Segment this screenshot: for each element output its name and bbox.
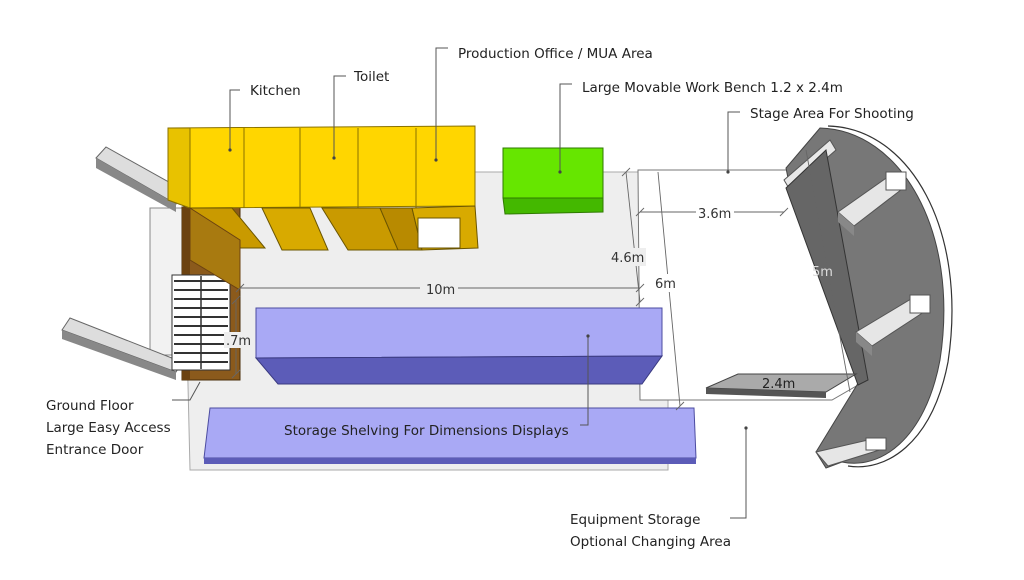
label-storage-shelving: Storage Shelving For Dimensions Displays	[284, 423, 569, 439]
dim-tick-width-bottom	[675, 401, 685, 411]
dim-tick-stage-width-left	[635, 207, 645, 217]
dim-stage-width: 3.6m	[698, 207, 731, 222]
dim-stage-width-bg	[696, 205, 734, 221]
label-entrance-line2: Large Easy Access	[46, 420, 171, 436]
leader-production-office	[435, 47, 448, 160]
label-entrance-line3: Entrance Door	[46, 442, 144, 458]
door-panel-bottom-shade	[62, 330, 176, 380]
leader-kitchen	[229, 89, 240, 150]
dim-door-width: .7m	[226, 334, 251, 349]
stage-beam-middle-cap	[909, 294, 931, 314]
leader-dot-toilet	[332, 156, 336, 160]
dim-length: 10m	[426, 283, 455, 298]
label-entrance-line1: Ground Floor	[46, 398, 134, 414]
dim-length-bg	[420, 280, 458, 296]
kitchen-block-top	[167, 125, 476, 209]
label-work-bench: Large Movable Work Bench 1.2 x 2.4m	[582, 80, 843, 96]
stage-beam-top-shade	[838, 212, 854, 236]
label-production-office: Production Office / MUA Area	[458, 46, 653, 62]
stage-beam-bottom-cap	[865, 437, 887, 451]
door-panel-top-shade	[96, 158, 176, 212]
storage-shelf-upper-front	[254, 355, 663, 385]
work-bench-top	[502, 147, 604, 199]
dim-width-bg	[652, 274, 680, 292]
dim-width: 6m	[655, 277, 676, 292]
kitchen-block-left	[167, 127, 191, 209]
toilet-cabinet	[261, 207, 329, 251]
label-equipment-line1: Equipment Storage	[570, 512, 700, 528]
leader-dot-production	[434, 158, 438, 162]
dim-stage-depth: 4.6m	[611, 251, 644, 266]
leader-storage-shelving	[580, 336, 589, 426]
storage-shelf-lower-edge	[204, 458, 696, 464]
leader-work-bench	[559, 83, 572, 172]
leader-entrance	[172, 381, 201, 401]
leader-dot-equipment	[744, 426, 748, 430]
leader-dot-kitchen	[228, 148, 232, 152]
work-bench-front	[502, 197, 604, 215]
dim-tick-stage-depth-bottom	[635, 297, 645, 307]
dim-line-stage-depth	[625, 171, 641, 303]
label-equipment-line2: Optional Changing Area	[570, 534, 731, 550]
stage-platform-edge	[706, 388, 826, 398]
dim-stage-height: 5m	[812, 265, 833, 280]
label-kitchen: Kitchen	[250, 83, 301, 99]
storage-shelf-upper-top	[255, 307, 663, 359]
dim-door-bg	[224, 332, 254, 348]
dim-line-stage-height	[805, 149, 851, 393]
dim-stage-depth-bg	[608, 248, 646, 266]
dim-tick-door-top	[231, 295, 241, 305]
office-window	[417, 217, 461, 249]
dim-tick-length-left	[235, 283, 245, 293]
stage-beam-top-cap	[885, 171, 907, 191]
stage-platform	[705, 373, 858, 393]
stage-beam-middle-shade	[856, 332, 872, 356]
dim-tick-stage-depth-top	[621, 167, 631, 177]
leader-dot-stage	[726, 170, 730, 174]
cyclorama-rim	[827, 125, 953, 468]
leader-equipment-storage	[730, 428, 747, 519]
dim-tick-door-bottom	[231, 369, 241, 379]
dim-tick-stage-width-right	[779, 207, 789, 217]
label-toilet: Toilet	[353, 69, 389, 85]
leader-toilet	[333, 75, 346, 158]
leader-dot-bench	[558, 170, 562, 174]
leader-stage-area	[727, 111, 740, 172]
dim-platform-width: 2.4m	[762, 377, 795, 392]
dim-tick-length-right	[635, 283, 645, 293]
door-grille-bars	[174, 276, 228, 369]
kitchen-cabinet-left	[189, 207, 241, 291]
leader-dot-storage	[586, 334, 590, 338]
label-stage-area: Stage Area For Shooting	[750, 106, 914, 122]
